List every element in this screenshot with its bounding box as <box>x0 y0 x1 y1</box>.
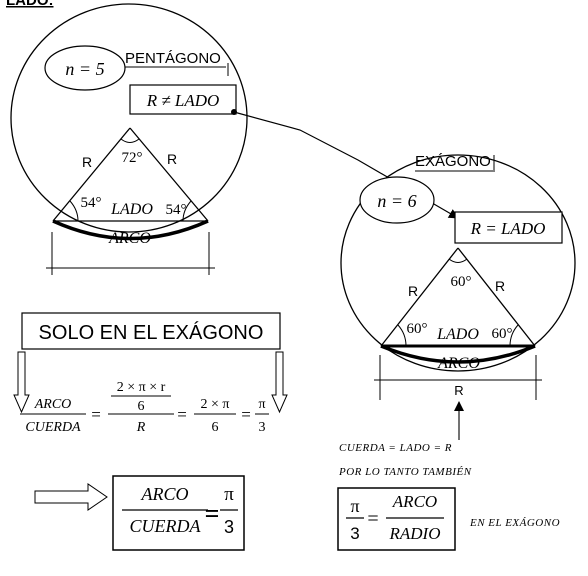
eq-3: = <box>241 405 251 424</box>
result-box: ARCO CUERDA = π 3 <box>112 475 245 551</box>
frac4-denominator: 3 <box>259 420 266 435</box>
pentagon-n-label: n = 5 <box>65 59 104 79</box>
hexagon-side-right <box>457 247 536 347</box>
hexagon-side-left <box>380 247 459 347</box>
note-line2: POR LO TANTO TAMBIÉN <box>338 466 472 478</box>
banner-text: SOLO EN EL EXÁGONO <box>39 321 264 344</box>
hexagon-right-angle: 60° <box>492 326 513 342</box>
derivation: SOLO EN EL EXÁGONO ARCO CUERDA = 2 × π ×… <box>13 312 288 435</box>
hexagon-top-angle: 60° <box>451 274 472 290</box>
radio-lhs-numerator: π <box>350 496 359 516</box>
pentagon-side-left <box>52 127 131 222</box>
banner-box <box>21 312 281 350</box>
pentagon-top-angle-arc <box>120 138 140 143</box>
hexagon-base-label: LADO <box>436 326 479 343</box>
radio-lhs-denominator: 3 <box>350 524 359 543</box>
pentagon-circle <box>10 3 248 233</box>
pentagon-title: PENTÁGONO <box>125 50 221 67</box>
hexagon-right-angle-arc <box>509 324 519 347</box>
hexagon-arc <box>380 344 536 364</box>
radio-eq: = <box>367 508 378 530</box>
hexagon-title: EXÁGONO <box>415 153 491 170</box>
note-suffix: EN EL EXÁGONO <box>469 517 560 529</box>
hexagon-left-angle: 60° <box>407 321 428 337</box>
pentagon-relation: R ≠ LADO <box>146 91 220 110</box>
lhs-denominator: CUERDA <box>25 420 81 435</box>
hexagon-top-angle-arc <box>448 258 468 263</box>
frac3-denominator: 6 <box>212 420 219 435</box>
result-numerator: ARCO <box>141 484 189 504</box>
radio-box: π 3 = ARCO RADIO <box>337 487 456 551</box>
pentagon-top-angle: 72° <box>122 150 143 166</box>
radio-numerator: ARCO <box>392 492 437 511</box>
pentagon-base-label: LADO <box>110 201 153 218</box>
hexagon-relation: R = LADO <box>470 219 546 238</box>
result-rhs-denominator: 3 <box>224 517 234 537</box>
pentagon-right-angle: 54° <box>166 202 187 218</box>
eq-2: = <box>177 405 187 424</box>
result-denominator: CUERDA <box>130 516 202 536</box>
pentagon-figure: n = 5 PENTÁGONO R ≠ LADO 72° 54° 54° R R… <box>10 3 248 275</box>
pentagon-n-oval <box>44 45 126 91</box>
frac3-numerator: 2 × π <box>201 397 230 412</box>
result-eq: = <box>205 499 220 528</box>
result-rhs-numerator: π <box>224 484 234 505</box>
hexagon-n-oval <box>359 176 435 224</box>
hexagon-left-angle-arc <box>397 324 407 347</box>
hexagon-left-side: R <box>408 283 418 299</box>
hexagon-circle <box>340 154 576 372</box>
hexagon-right-side: R <box>495 278 505 294</box>
radio-box-frame <box>337 487 456 551</box>
left-down-arrow <box>13 351 30 414</box>
hexagon-n-label: n = 6 <box>377 191 416 211</box>
header-title: LADO: <box>6 0 54 9</box>
pentagon-right-side: R <box>167 151 177 167</box>
result-box-frame <box>112 475 245 551</box>
frac4-numerator: π <box>258 397 265 412</box>
pentagon-relation-box <box>129 84 237 115</box>
hexagon-figure: EXÁGONO n = 6 R = LADO 60° 60° 60° R R L… <box>340 153 576 440</box>
pentagon-arc-label: ARCO <box>108 230 151 247</box>
hexagon-arc-label: ARCO <box>437 355 480 372</box>
radio-denominator: RADIO <box>389 524 441 543</box>
right-hollow-arrow <box>34 483 108 511</box>
pentagon-left-side: R <box>82 154 92 170</box>
eq-1: = <box>91 405 101 424</box>
pentagon-left-angle: 54° <box>81 195 102 211</box>
note-line1: CUERDA = LADO = R <box>339 442 452 454</box>
frac2-inner-denominator: 6 <box>138 399 145 414</box>
pentagon-left-angle-arc <box>69 200 79 222</box>
hexagon-dim-label: R <box>454 383 463 398</box>
hexagon-relation-box <box>454 211 563 244</box>
pentagon-right-angle-arc <box>182 200 192 222</box>
frac2-denominator: R <box>136 420 146 435</box>
lhs-numerator: ARCO <box>34 397 72 412</box>
pentagon-arc <box>52 219 209 241</box>
frac2-numerator: 2 × π × r <box>117 380 166 395</box>
pentagon-side-right <box>129 127 209 222</box>
right-down-arrow <box>271 351 288 414</box>
